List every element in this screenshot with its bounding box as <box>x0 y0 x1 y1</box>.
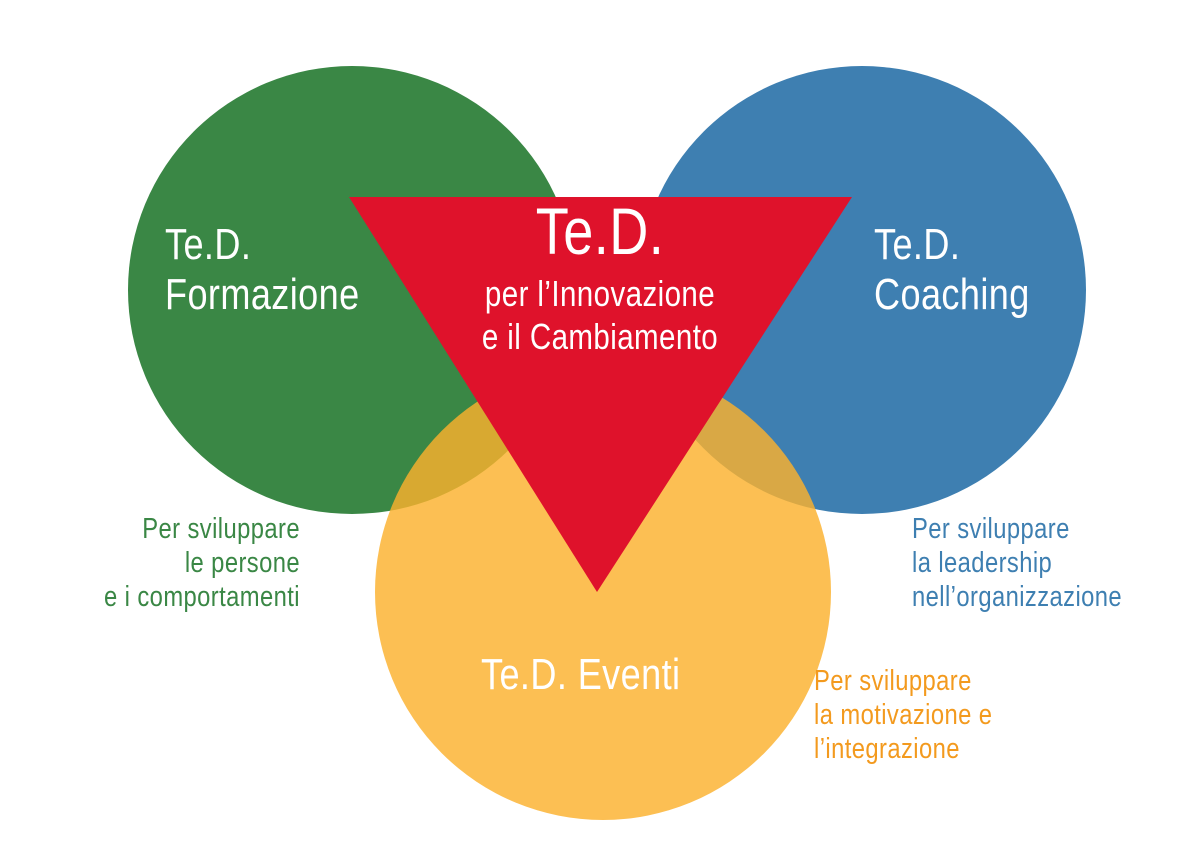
coaching-desc-line: la leadership <box>912 547 1053 580</box>
coaching-description: Per sviluppare la leadership nell’organi… <box>912 512 1122 615</box>
center-title: Te.D. <box>535 194 665 268</box>
center-label: Te.D. per l’Innovazione e il Cambiamento <box>436 198 764 358</box>
eventi-desc-line: Per sviluppare <box>814 665 972 697</box>
formazione-desc-line: Per sviluppare <box>142 513 300 545</box>
circle-formazione <box>128 66 576 514</box>
center-triangle <box>349 197 852 592</box>
eventi-desc-line: la motivazione e <box>814 699 993 732</box>
eventi-desc-line: l’integrazione <box>814 733 960 766</box>
formazione-desc-line: e i comportamenti <box>104 581 300 614</box>
eventi-title-text: Te.D. Eventi <box>481 650 681 699</box>
circle-coaching <box>638 66 1086 514</box>
formazione-title-line1: Te.D. <box>165 220 252 269</box>
coaching-title-line2: Coaching <box>874 269 1030 319</box>
coaching-title: Te.D. Coaching <box>874 220 1030 319</box>
formazione-title: Te.D. Formazione <box>165 220 360 319</box>
formazione-title-line2: Formazione <box>165 269 360 319</box>
coaching-desc-line: nell’organizzazione <box>912 581 1123 614</box>
formazione-description: Per sviluppare le persone e i comportame… <box>104 512 300 615</box>
coaching-desc-line: Per sviluppare <box>912 513 1070 545</box>
coaching-title-line1: Te.D. <box>874 220 961 269</box>
eventi-description: Per sviluppare la motivazione e l’integr… <box>814 664 992 767</box>
center-line1: per l’Innovazione <box>484 273 716 314</box>
formazione-desc-line: le persone <box>184 547 300 580</box>
circle-eventi <box>375 364 831 820</box>
eventi-title: Te.D. Eventi <box>481 650 680 700</box>
center-line2: e il Cambiamento <box>481 316 719 358</box>
